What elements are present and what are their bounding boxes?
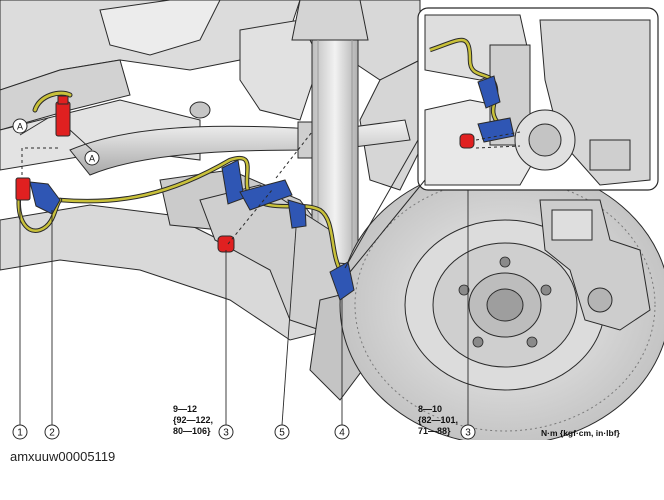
- reference-mark-label: A: [89, 154, 95, 164]
- inset-pointer: [344, 139, 426, 273]
- torque-nm: 9—12: [173, 404, 198, 414]
- callout-3-left: 3: [218, 424, 234, 440]
- callout-4: 4: [334, 424, 350, 440]
- torque-kgf-cm: {92—122,: [173, 415, 214, 425]
- torque-in-lbf: 80—106}: [173, 426, 211, 436]
- image-id: amxuuw00005119: [10, 449, 116, 464]
- reference-mark-label: A: [17, 122, 23, 132]
- callout-label: 3: [465, 428, 471, 439]
- harness-connector-upper: [55, 95, 71, 137]
- reference-mark-a-right: A: [69, 129, 100, 166]
- torque-units: N·m {kgf·cm, in·lbf}: [541, 428, 620, 438]
- callout-leaders: [19, 145, 469, 426]
- brake-caliper: [539, 199, 651, 331]
- torque-nm: 8—10: [418, 404, 443, 414]
- suspension-illustration: A A 1 2: [0, 0, 664, 440]
- harness-bracket-left: [29, 181, 61, 215]
- bolt-center: [217, 235, 235, 253]
- wheel-studs: [458, 256, 552, 348]
- torque-kgf-cm: {82—101,: [418, 415, 459, 425]
- wheel-speed-sensor: [329, 261, 355, 301]
- harness-bracket-center: [221, 159, 307, 229]
- detail-inset: [417, 7, 659, 191]
- reference-mark-a-left: A: [12, 117, 49, 136]
- callout-5: 5: [274, 424, 290, 440]
- callout-label: 5: [279, 428, 285, 439]
- torque-spec-left: 9—12 {92—122, 80—106}: [173, 404, 213, 437]
- callout-2: 2: [44, 424, 60, 440]
- callout-1: 1: [12, 424, 28, 440]
- callout-label: 1: [17, 428, 23, 439]
- callout-label: 4: [339, 428, 345, 439]
- callout-label: 2: [49, 428, 55, 439]
- sensor-harness: [16, 90, 343, 273]
- torque-in-lbf: 71—88}: [418, 426, 451, 436]
- callout-label: 3: [223, 428, 229, 439]
- torque-spec-right: 8—10 {82—101, 71—88}: [418, 404, 458, 437]
- dashed-leaders: [21, 131, 313, 245]
- harness-connector-lower: [15, 177, 31, 201]
- callout-3-right: 3: [460, 424, 476, 440]
